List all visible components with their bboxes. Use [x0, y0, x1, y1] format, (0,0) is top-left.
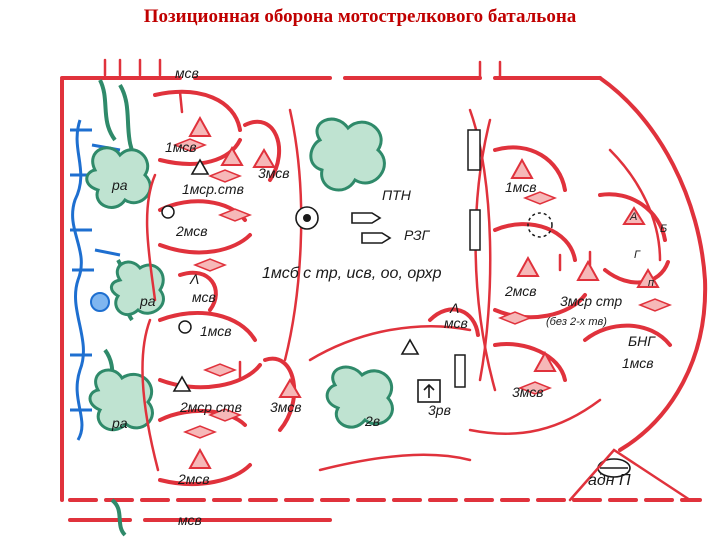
label-p: п [648, 277, 654, 289]
label-3msv-c: 3мсв [512, 384, 544, 400]
label-lambda-a: Λ [189, 271, 199, 287]
label-2msr: 2мср ств [179, 399, 242, 415]
label-3msv-b: 3мсв [270, 399, 302, 415]
label-bng: БНГ [628, 333, 656, 349]
label-msv-center: мсв [444, 315, 468, 331]
label-ra-2: ра [139, 293, 156, 309]
label-1msr-a: 1мср.ств [182, 181, 244, 197]
label-3msr-note: (без 2-х тв) [546, 316, 607, 328]
label-g: Г [634, 249, 641, 261]
label-1msv-c: 1мсв [505, 179, 537, 195]
label-2msv-a: 2мсв [175, 223, 208, 239]
label-a: А [629, 211, 637, 223]
label-2msv-b: 2мсв [177, 471, 210, 487]
label-1msv-a: 1мсв [165, 139, 197, 155]
label-ptn: ПТН [382, 187, 412, 203]
label-3msv-a: 3мсв [258, 165, 290, 181]
label-2msv-c: 2мсв [504, 283, 537, 299]
label-b: Б [660, 223, 667, 235]
label-3msr: 3мср стр [560, 293, 622, 309]
label-lambda-b: Λ [449, 300, 459, 316]
label-msv-top: мсв [175, 65, 199, 81]
label-msv-bottom: мсв [178, 512, 202, 528]
label-1msv-d: 1мсв [622, 355, 654, 371]
label-rzg: РЗГ [404, 227, 431, 243]
label-1msb: 1мсб с тр, исв, оо, орхр [262, 265, 442, 282]
label-2v: 2в [364, 413, 380, 429]
label-adnp: адн П [588, 472, 631, 489]
label-ra-3: ра [111, 415, 128, 431]
label-1msv-b: 1мсв [200, 323, 232, 339]
label-msv-mid: мсв [192, 289, 216, 305]
strongpoints [142, 92, 670, 484]
label-3rv: 3рв [428, 402, 451, 418]
label-ra-1: ра [111, 177, 128, 193]
